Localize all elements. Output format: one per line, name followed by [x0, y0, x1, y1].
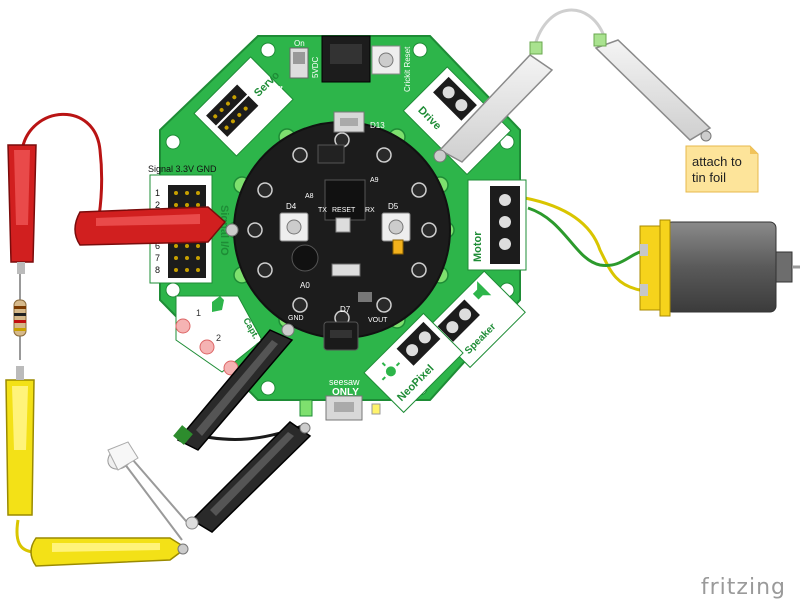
svg-text:2: 2 — [216, 333, 221, 343]
off-label: Off — [272, 85, 283, 94]
red-alligator-clip-right — [74, 206, 239, 246]
speaker-icon — [472, 281, 492, 300]
cpu-chip — [324, 179, 366, 221]
pin-2-label: 2 — [155, 200, 160, 210]
pin-6-label: 6 — [155, 241, 160, 251]
crickit-reset-label: Crickit Reset — [403, 46, 412, 92]
motor-section: Motor — [467, 179, 527, 271]
pin-8-label: 8 — [155, 265, 160, 275]
black-alligator-clip-upper — [173, 323, 295, 451]
seesaw-usb-port — [325, 395, 363, 421]
motor-icon — [639, 219, 800, 317]
yellow-alligator-clip-left — [5, 366, 35, 516]
motor-label: Motor — [472, 231, 484, 262]
pin-1-label: 1 — [155, 188, 160, 198]
drive-section: 5V Drive — [402, 66, 512, 176]
svg-text:D4: D4 — [286, 202, 297, 211]
servo-section: Servo — [193, 56, 294, 157]
svg-text:D13: D13 — [370, 121, 385, 130]
note-line-2: tin foil — [692, 170, 726, 185]
white-alligator-clip-foil — [593, 33, 712, 142]
fritzing-watermark: fritzing — [700, 575, 786, 600]
svg-text:VOUT: VOUT — [368, 317, 388, 324]
crickit-board: Servo Signal 3.3V GND 1 2 6 7 8 Signal I… — [148, 35, 527, 421]
pin-7-label: 7 — [155, 253, 160, 263]
led-component — [107, 441, 139, 471]
on-label: On — [294, 39, 305, 48]
svg-text:GND: GND — [288, 315, 304, 322]
white-alligator-clip-drive — [433, 41, 554, 163]
sig-header-label: Signal 3.3V GND — [148, 164, 217, 174]
black-alligator-clip-lower — [185, 421, 312, 533]
svg-text:RESET: RESET — [332, 207, 356, 214]
yellow-alligator-clip-bottom — [30, 537, 189, 567]
resistor — [13, 299, 27, 337]
svg-text:A8: A8 — [305, 193, 314, 200]
red-alligator-clip-left — [7, 144, 37, 274]
svg-text:A0: A0 — [300, 281, 310, 290]
led-icon — [381, 362, 401, 381]
svg-text:1: 1 — [196, 308, 201, 318]
only-label: ONLY — [332, 387, 359, 398]
power-switch-icon[interactable] — [289, 47, 309, 79]
svg-text:A9: A9 — [370, 177, 379, 184]
vdc-label: 5VDC — [311, 56, 320, 78]
svg-text:D7: D7 — [340, 305, 351, 314]
hand-touch-icon — [212, 296, 224, 312]
sticky-note: attach to tin foil — [685, 145, 759, 193]
reset-button[interactable] — [335, 217, 351, 233]
svg-text:TX: TX — [318, 207, 327, 214]
svg-text:D5: D5 — [388, 202, 399, 211]
note-line-1: attach to — [692, 154, 742, 169]
svg-text:RX: RX — [365, 207, 375, 214]
seesaw-label: seesaw — [329, 377, 360, 387]
